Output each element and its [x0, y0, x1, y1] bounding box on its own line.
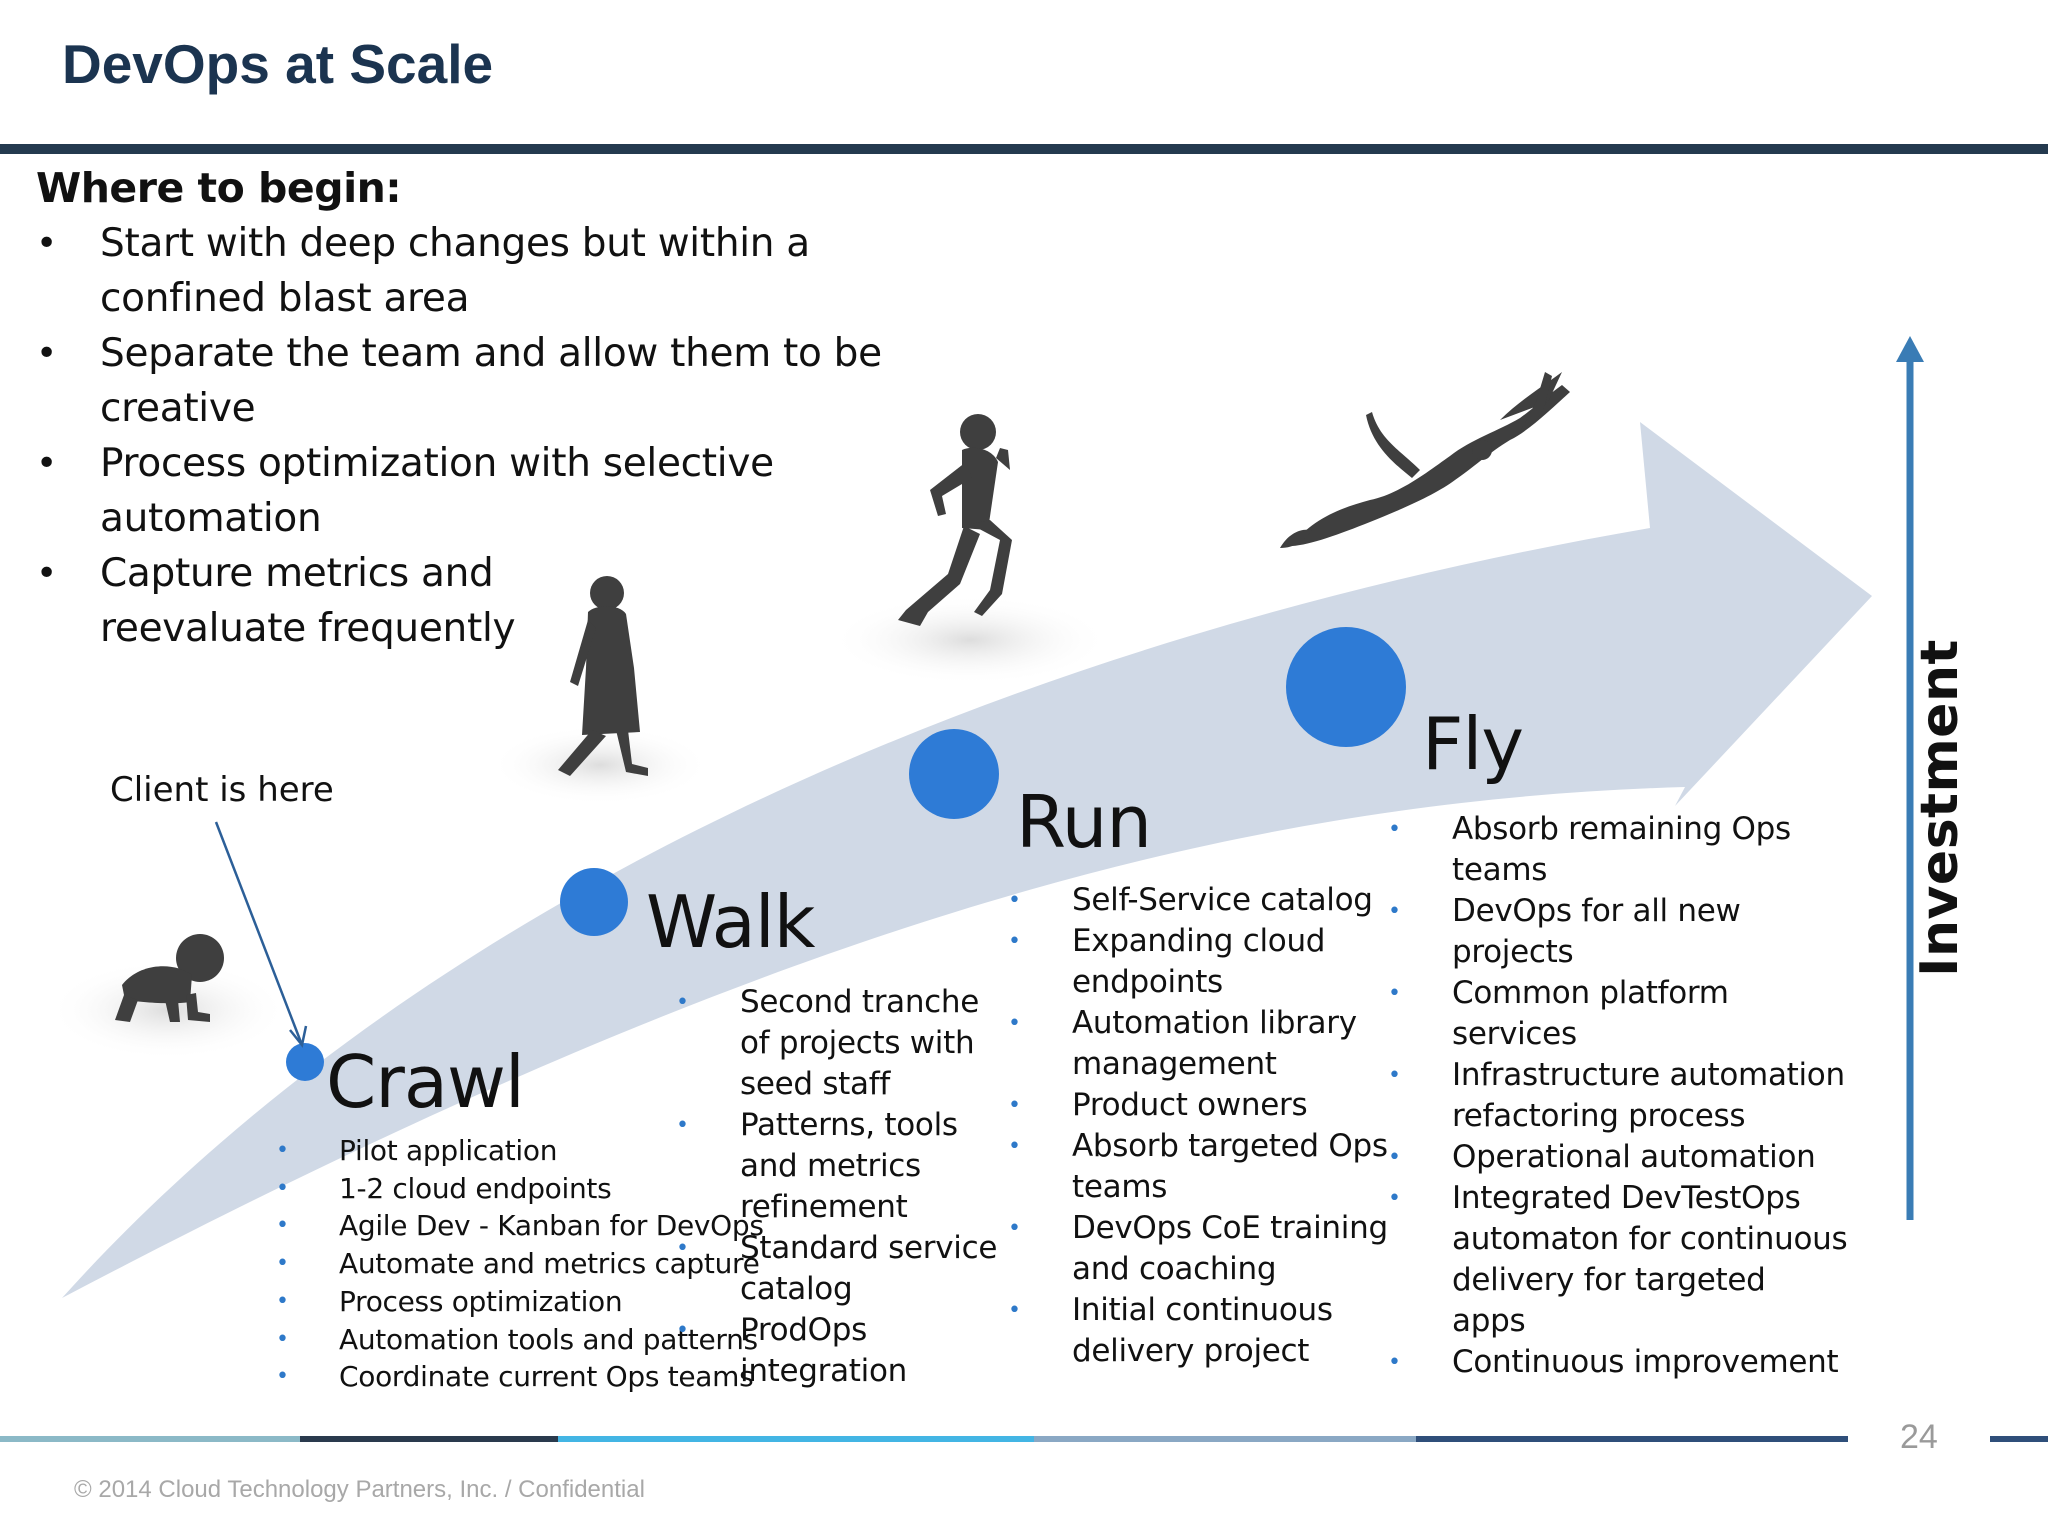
slide-title: DevOps at Scale [62, 33, 494, 95]
intro-bullet: Separate the team and allow them to be c… [36, 326, 896, 436]
walk-item: Second tranche of projects with seed sta… [676, 982, 1016, 1105]
fly-item: DevOps for all new projects [1388, 891, 1848, 973]
fly-item: Integrated DevTestOps automaton for cont… [1388, 1178, 1848, 1342]
walk-item: Patterns, tools and metrics refinement [676, 1105, 1016, 1228]
run-item: Self-Service catalog [1008, 880, 1388, 921]
run-item: DevOps CoE training and coaching [1008, 1208, 1388, 1290]
run-marker [909, 729, 999, 819]
crawl-item: Process optimization [276, 1283, 796, 1321]
walk-shadow [490, 725, 710, 805]
walk-item: ProdOps integration [676, 1310, 1016, 1392]
run-list: Self-Service catalog Expanding cloud end… [1008, 880, 1388, 1372]
fly-item: Continuous improvement [1388, 1342, 1848, 1383]
investment-arrow-head [1896, 336, 1924, 362]
run-item: Automation library management [1008, 1003, 1388, 1085]
progress-arrow [62, 422, 1872, 1298]
intro-bullet: Capture metrics and reevaluate frequentl… [36, 546, 570, 656]
walk-title: Walk [646, 880, 815, 964]
client-pointer-head [289, 1025, 308, 1048]
intro-bullet: Process optimization with selective auto… [36, 436, 820, 546]
intro-section: Where to begin: Start with deep changes … [36, 164, 896, 656]
crawling-baby-icon [115, 934, 224, 1022]
intro-bullets: Start with deep changes but within a con… [36, 216, 896, 656]
fly-list: Absorb remaining Ops teams DevOps for al… [1388, 809, 1848, 1383]
investment-label: Investment [1910, 639, 1970, 977]
run-item: Expanding cloud endpoints [1008, 921, 1388, 1003]
footer-bar-segment [0, 1436, 300, 1442]
fly-title: Fly [1422, 702, 1524, 786]
fly-item: Common platform services [1388, 973, 1848, 1055]
crawl-marker [286, 1043, 324, 1081]
walk-marker [560, 868, 628, 936]
fly-item: Operational automation [1388, 1137, 1848, 1178]
copyright-notice: © 2014 Cloud Technology Partners, Inc. /… [74, 1476, 645, 1503]
title-rule [0, 144, 2048, 154]
fly-item: Infrastructure automation refactoring pr… [1388, 1055, 1848, 1137]
crawl-title: Crawl [326, 1040, 525, 1124]
fly-item: Absorb remaining Ops teams [1388, 809, 1848, 891]
walk-item: Standard service catalog [676, 1228, 1016, 1310]
intro-bullet: Start with deep changes but within a con… [36, 216, 896, 326]
running-man-icon [898, 414, 1012, 626]
client-pointer [214, 821, 304, 1046]
run-item: Product owners [1008, 1085, 1388, 1126]
footer-bar-segment [1990, 1436, 2048, 1442]
crawl-item: 1-2 cloud endpoints [276, 1170, 796, 1208]
client-label: Client is here [110, 770, 334, 810]
footer-bar-segment [300, 1436, 558, 1442]
crawl-item: Pilot application [276, 1132, 796, 1170]
walking-child-icon [558, 576, 648, 776]
footer-bar-segment [1416, 1436, 1848, 1442]
footer-bar-segment [558, 1436, 1034, 1442]
page-number: 24 [1900, 1418, 1938, 1456]
run-item: Absorb targeted Ops teams [1008, 1126, 1388, 1208]
walk-list: Second tranche of projects with seed sta… [676, 982, 1016, 1392]
fly-marker [1286, 627, 1406, 747]
footer-bar-segment [1034, 1436, 1416, 1442]
run-title: Run [1016, 780, 1152, 864]
run-shadow [830, 595, 1110, 685]
run-item: Initial continuous delivery project [1008, 1290, 1388, 1372]
flying-man-icon [1280, 372, 1570, 548]
intro-heading: Where to begin: [36, 164, 402, 212]
